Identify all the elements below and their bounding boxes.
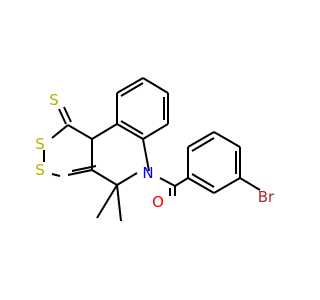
bond	[213, 131, 241, 148]
nitrogen-atom: N	[142, 164, 153, 182]
bond	[51, 124, 69, 139]
bond	[116, 172, 138, 186]
sulfur-thione-atom: S	[49, 91, 59, 109]
bond	[58, 108, 67, 125]
bond	[96, 184, 118, 219]
bond	[191, 137, 215, 152]
bond	[213, 177, 241, 194]
bond	[159, 177, 176, 187]
bond	[67, 124, 93, 140]
bond	[120, 82, 144, 97]
bond	[191, 173, 215, 188]
bromine-atom: Br	[258, 188, 275, 206]
oxygen-atom: O	[152, 193, 164, 211]
bond	[120, 120, 144, 135]
bond	[142, 77, 169, 94]
bond	[91, 123, 118, 140]
atom-labels: S S S N O Br	[35, 91, 275, 211]
bond	[116, 77, 144, 94]
sulfur-ring-upper-atom: S	[35, 135, 45, 153]
bond	[142, 123, 169, 140]
bond	[142, 138, 150, 172]
bond	[91, 169, 118, 186]
sulfur-ring-lower-atom: S	[35, 161, 45, 179]
bond	[67, 169, 93, 176]
bond	[187, 131, 215, 148]
bond-lines	[43, 77, 261, 222]
bond	[71, 165, 97, 172]
bond	[174, 177, 189, 187]
molecule-structure-diagram: S S S N O Br	[35, 77, 275, 222]
bond	[116, 123, 144, 140]
bond	[239, 177, 261, 191]
bond	[116, 184, 122, 222]
bond	[51, 173, 61, 177]
bond	[63, 106, 72, 123]
bond	[187, 177, 215, 194]
